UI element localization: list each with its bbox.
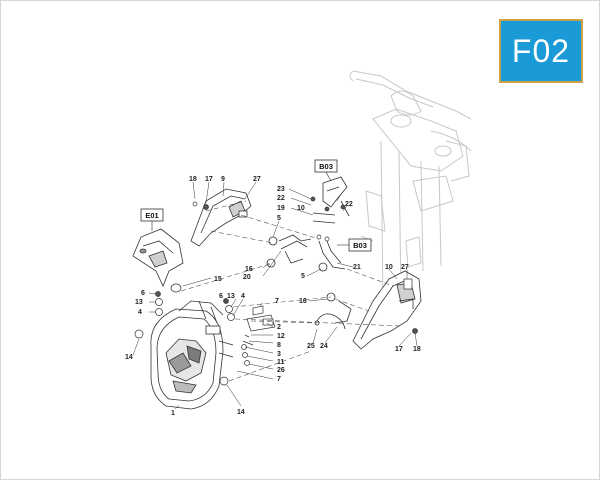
part-number: 4 — [138, 309, 142, 316]
wire-harness — [314, 313, 346, 330]
hardware-set — [134, 196, 418, 386]
part-number: 7 — [275, 298, 279, 305]
headlight-assembly — [150, 300, 234, 410]
part-number-labels: 18 17 9 27 5 16 20 15 6 13 4 6 13 4 7 2 … — [125, 176, 421, 417]
part-number: 24 — [320, 343, 328, 350]
part-number: 16 — [245, 266, 253, 273]
ref-label-e01: E01 — [145, 211, 158, 220]
part-number: 21 — [353, 264, 361, 271]
central-bracket — [312, 176, 352, 324]
part-number: 10 — [385, 264, 393, 271]
part-number: 18 — [189, 176, 197, 183]
part-number: 3 — [277, 351, 281, 358]
ghost-steering-frame — [349, 70, 472, 302]
part-number: 16 — [299, 298, 307, 305]
part-number: 5 — [301, 273, 305, 280]
part-number: 6 — [219, 293, 223, 300]
part-number: 12 — [277, 333, 285, 340]
part-number: 7 — [277, 376, 281, 383]
ref-box-b03-top: B03 — [314, 159, 338, 182]
front-fairing-piece — [190, 188, 252, 247]
part-number: 11 — [277, 359, 285, 366]
part-number: 13 — [135, 299, 143, 306]
part-number: 4 — [241, 293, 245, 300]
part-number: 8 — [277, 342, 281, 349]
page-code-badge: F02 — [499, 19, 583, 83]
part-number: 17 — [395, 346, 403, 353]
page-code: F02 — [511, 32, 571, 69]
fairing-bracket — [266, 234, 312, 268]
part-number: 5 — [277, 215, 281, 222]
part-number: 27 — [253, 176, 261, 183]
part-number: 19 — [277, 205, 285, 212]
part-number: 26 — [277, 367, 285, 374]
part-number: 23 — [277, 186, 285, 193]
part-number: 17 — [205, 176, 213, 183]
part-number: 14 — [125, 354, 133, 361]
part-number: 18 — [413, 346, 421, 353]
part-number: 14 — [237, 409, 245, 416]
part-number: 25 — [307, 343, 315, 350]
part-number: 22 — [277, 195, 285, 202]
upper-cover — [132, 228, 184, 288]
alignment-lines — [180, 200, 402, 382]
part-number: 13 — [227, 293, 235, 300]
part-number: 20 — [243, 274, 251, 281]
ref-box-b03-mid: B03 — [337, 238, 372, 252]
part-number: 22 — [345, 201, 353, 208]
part-number: 27 — [401, 264, 409, 271]
part-number: 1 — [171, 410, 175, 417]
part-number: 10 — [297, 205, 305, 212]
ref-label-b03-top: B03 — [319, 162, 333, 171]
part-number: 6 — [141, 290, 145, 297]
ref-box-e01: E01 — [140, 208, 164, 231]
part-number: 15 — [214, 276, 222, 283]
part-number: 9 — [221, 176, 225, 183]
ref-label-b03-mid: B03 — [353, 241, 367, 250]
part-number: 2 — [277, 324, 281, 331]
leader-lines — [132, 181, 418, 410]
